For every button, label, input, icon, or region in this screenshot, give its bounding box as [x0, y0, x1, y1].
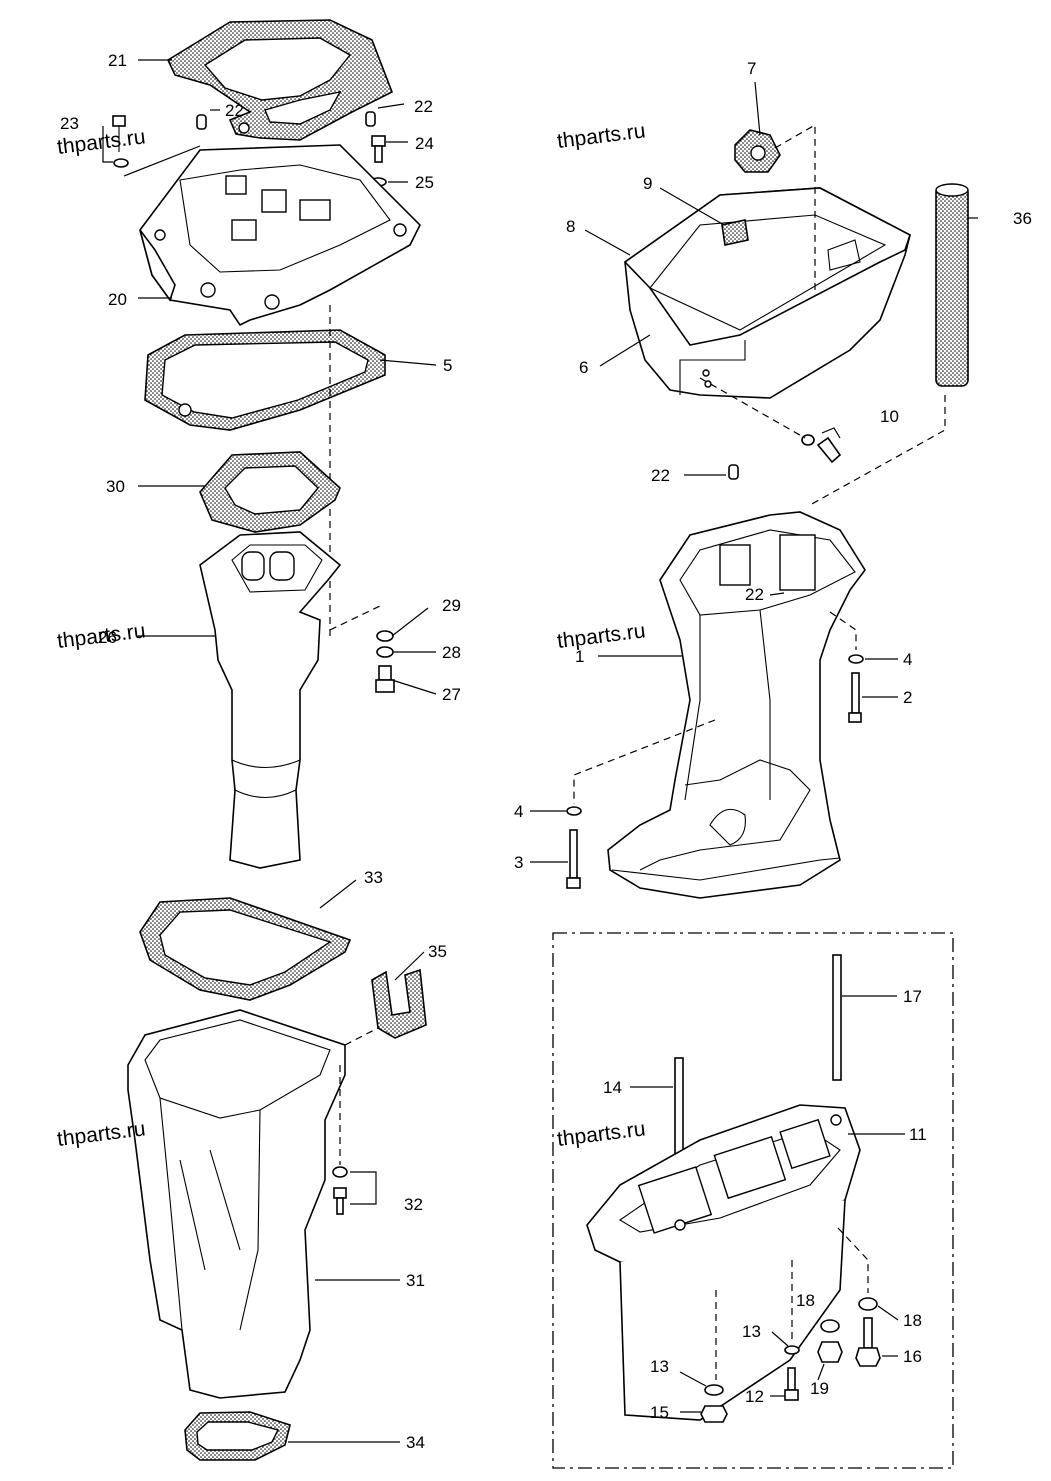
part-4-washer-left — [566, 806, 582, 816]
part-29-washer — [376, 630, 394, 642]
callout-labels: 21 22 22 23 24 25 20 5 30 26 29 28 27 33… — [60, 51, 1032, 1452]
callout-16: 16 — [903, 1347, 922, 1366]
callout-20: 20 — [108, 290, 127, 309]
callout-2: 2 — [903, 688, 912, 707]
callout-9: 9 — [643, 174, 652, 193]
part-1-driveshaft-housing — [607, 511, 866, 899]
callout-5: 5 — [443, 356, 452, 375]
callout-29: 29 — [442, 596, 461, 615]
part-34-gasket — [184, 1411, 291, 1461]
part-18-washer-a — [820, 1319, 840, 1333]
part-23-bolt — [102, 115, 129, 168]
callout-32: 32 — [404, 1195, 423, 1214]
part-10-bolt — [801, 427, 842, 464]
callout-18a: 18 — [796, 1291, 815, 1310]
part-13-washer-a — [784, 1345, 800, 1355]
part-16-bolt — [855, 1317, 881, 1367]
callout-12: 12 — [745, 1387, 764, 1406]
callout-1: 1 — [575, 647, 584, 666]
callout-14: 14 — [603, 1078, 622, 1097]
callout-13b: 13 — [650, 1357, 669, 1376]
part-22-dowel-right — [365, 111, 376, 127]
part-26-exhaust-tube — [199, 531, 342, 869]
part-6-cover — [623, 187, 911, 399]
part-19-nut — [817, 1341, 843, 1363]
callout-22b: 22 — [414, 97, 433, 116]
callout-3: 3 — [514, 853, 523, 872]
callout-15: 15 — [650, 1403, 669, 1422]
callout-26: 26 — [98, 628, 117, 647]
callout-4b: 4 — [514, 802, 523, 821]
part-3-bolt — [566, 829, 581, 889]
callout-24: 24 — [415, 134, 434, 153]
callout-11: 11 — [909, 1125, 927, 1144]
callout-23: 23 — [60, 114, 79, 133]
callout-34: 34 — [406, 1433, 425, 1452]
part-2-bolt — [848, 672, 862, 723]
inset-box — [552, 932, 954, 1469]
part-30-gasket — [199, 451, 341, 533]
part-5-gasket — [144, 329, 386, 431]
callout-22a: 22 — [225, 101, 244, 120]
callout-36: 36 — [1013, 209, 1032, 228]
part-17-stud — [832, 954, 842, 1081]
part-15-nut — [700, 1405, 728, 1423]
part-21-gasket — [166, 19, 394, 141]
part-27-bolt — [375, 665, 395, 693]
watermark-text: thparts.ru — [56, 1117, 147, 1151]
callout-35: 35 — [428, 942, 447, 961]
callout-22d: 22 — [745, 585, 764, 604]
callout-22c: 22 — [651, 466, 670, 485]
watermark-text: thparts.ru — [56, 619, 147, 653]
part-35-clip — [371, 968, 427, 1039]
part-32-bolt — [332, 1166, 377, 1215]
callout-18b: 18 — [903, 1311, 922, 1330]
part-12-bolt — [784, 1367, 799, 1401]
part-31-housing — [127, 1009, 346, 1399]
part-28-washer — [376, 646, 394, 658]
part-22-dowel-left — [196, 114, 207, 130]
part-22-dowel-upper — [728, 464, 739, 480]
callout-27: 27 — [442, 685, 461, 704]
callout-19: 19 — [810, 1379, 829, 1398]
callout-4a: 4 — [903, 650, 912, 669]
callout-28: 28 — [442, 643, 461, 662]
callout-6: 6 — [579, 358, 588, 377]
part-4-washer-right — [848, 654, 864, 664]
callout-25: 25 — [415, 173, 434, 192]
part-7-grommet — [734, 129, 781, 173]
part-33-gasket — [139, 897, 352, 1001]
watermark-text: thparts.ru — [556, 619, 647, 653]
part-18-washer-b — [858, 1297, 878, 1311]
callout-30: 30 — [106, 477, 125, 496]
callout-7: 7 — [747, 59, 756, 78]
callout-21: 21 — [108, 51, 127, 70]
part-24-bolt — [371, 135, 386, 163]
part-20-adapter-plate — [139, 144, 421, 327]
callout-10: 10 — [880, 407, 899, 426]
callout-31: 31 — [406, 1271, 425, 1290]
part-11-plate — [586, 1104, 861, 1421]
callout-8: 8 — [566, 217, 575, 236]
callout-13a: 13 — [742, 1322, 761, 1341]
watermark-text: thparts.ru — [556, 119, 647, 153]
callout-17: 17 — [903, 987, 922, 1006]
watermark-text: thparts.ru — [556, 1117, 647, 1151]
part-13-washer-b — [704, 1384, 724, 1396]
part-36-tube — [935, 183, 969, 387]
callout-33: 33 — [364, 868, 383, 887]
